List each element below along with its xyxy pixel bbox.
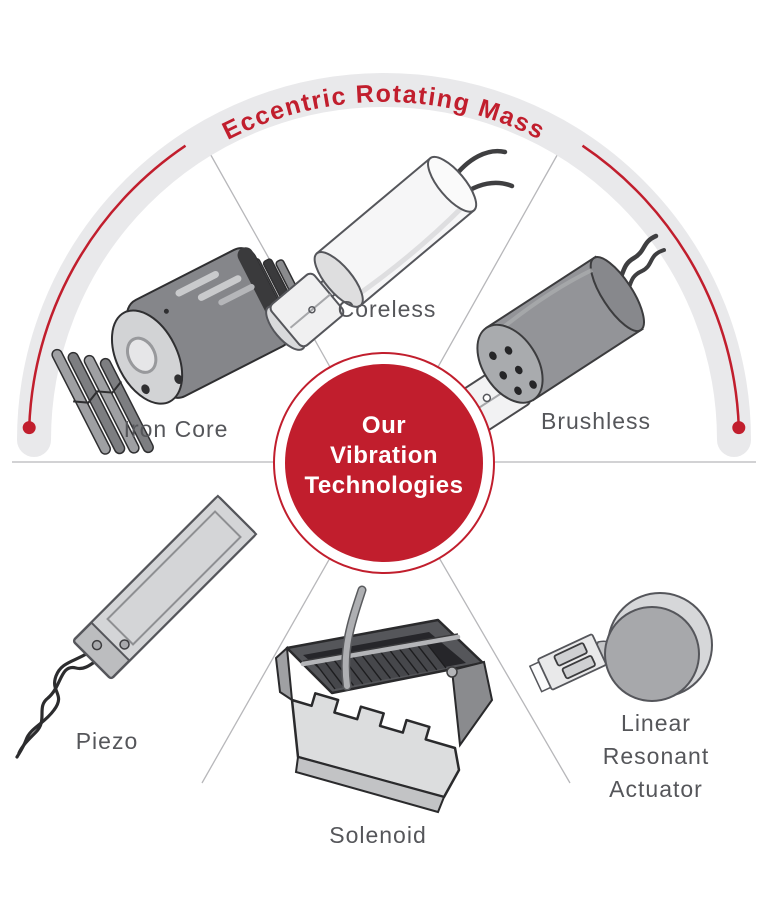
- arc-endpoint-dot-left: [22, 421, 36, 435]
- brushless-rear-cap: [589, 256, 645, 333]
- lra-label-line1: Linear: [621, 710, 691, 736]
- coreless-eccentric-weight: [269, 272, 345, 348]
- cylinder-shading: [355, 204, 465, 298]
- center-badge: Our Vibration Technologies: [273, 352, 495, 574]
- brushless-label: Brushless: [541, 408, 651, 434]
- piezo-plate: [72, 494, 258, 680]
- connector-pad: [553, 642, 588, 667]
- piezo-label: Piezo: [76, 728, 139, 754]
- iron-core-hole: [174, 374, 183, 384]
- technology-labels: Iron Core Coreless Brushless Piezo Solen…: [76, 296, 709, 848]
- piezo-terminal: [119, 639, 130, 650]
- iron-core-label: Iron Core: [124, 416, 229, 442]
- iron-core-laminate-stack: [51, 348, 154, 455]
- iron-core-slot: [218, 283, 255, 306]
- lra-label-line3: Actuator: [609, 776, 703, 802]
- center-title-line3: Technologies: [305, 472, 464, 499]
- lra-label-line2: Resonant: [603, 743, 709, 769]
- brushless-face: [476, 323, 544, 404]
- weight-hole: [308, 305, 316, 314]
- piezo-inner-frame: [106, 510, 242, 646]
- solenoid-label: Solenoid: [329, 822, 427, 848]
- solenoid-left-cap: [274, 645, 294, 702]
- coreless-motor: [265, 155, 478, 351]
- coreless-illustration: [265, 148, 515, 351]
- weight-hole: [482, 393, 492, 403]
- connector-body: [537, 633, 607, 691]
- brushless-face-holes: [489, 346, 537, 395]
- center-circle: [285, 364, 483, 562]
- arc-label: Eccentric Rotating Mass: [218, 80, 550, 146]
- laminate-zigzag: [73, 380, 123, 404]
- brushless-illustration: [439, 233, 666, 446]
- coreless-label: Coreless: [338, 296, 437, 322]
- iron-core-slot: [175, 270, 220, 297]
- iron-core-hole: [163, 308, 169, 314]
- coreless-rear-cap: [427, 155, 478, 213]
- iron-core-slot: [197, 275, 242, 301]
- iron-core-bearing: [125, 336, 158, 374]
- arc-endpoint-dot-right: [732, 421, 746, 435]
- solenoid-right-cap: [450, 660, 494, 748]
- solenoid-cable: [342, 587, 365, 689]
- center-title-line1: Our: [362, 412, 406, 439]
- solenoid-front-wall: [290, 692, 461, 799]
- solenoid-pin: [446, 666, 458, 678]
- solenoid-base: [294, 755, 446, 814]
- piezo-wire: [17, 644, 126, 755]
- lra-connector: [528, 633, 607, 693]
- lra-illustration: [528, 592, 713, 702]
- weight-groove: [289, 293, 331, 329]
- solenoid-shaft: [300, 634, 461, 667]
- lra-face: [604, 606, 700, 702]
- solenoid-illustration: [274, 585, 494, 814]
- arc-line-right: [581, 144, 741, 428]
- body-highlight: [500, 268, 593, 331]
- piezo-terminal: [91, 639, 103, 651]
- center-title-line2: Vibration: [330, 442, 438, 469]
- iron-core-hole: [141, 384, 150, 395]
- coreless-front-cap: [313, 251, 364, 308]
- piezo-top-face: [89, 494, 258, 663]
- connector-pad: [561, 655, 596, 680]
- brushless-motor: [439, 255, 645, 446]
- shaft-shadow: [302, 633, 459, 662]
- arc-band: [17, 73, 751, 457]
- arc-line-left: [27, 144, 187, 428]
- piezo-illustration: [15, 494, 258, 759]
